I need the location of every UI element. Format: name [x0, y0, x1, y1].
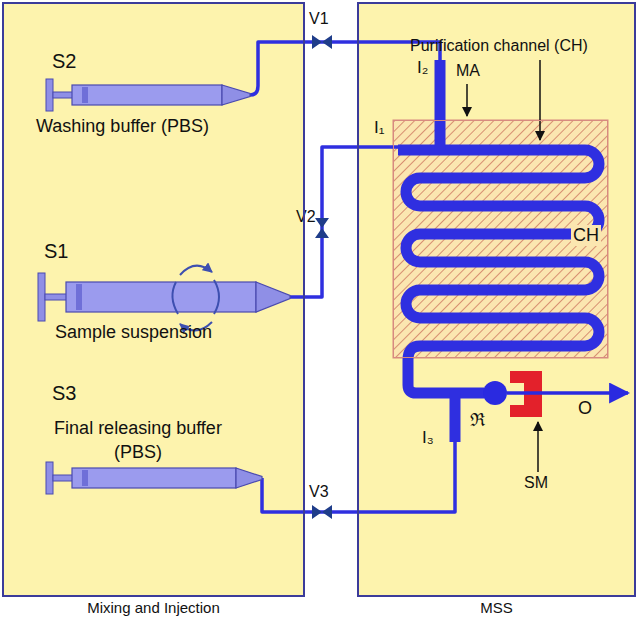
rotation-arrows	[172, 266, 219, 331]
purification-channel	[398, 60, 599, 442]
valve-label: V1	[309, 10, 329, 28]
panel-ground	[2, 2, 305, 597]
panel-heading: Mixing and Injection	[4, 599, 303, 616]
reservoir	[483, 381, 507, 405]
tip	[256, 282, 290, 312]
plunger-handle	[38, 273, 45, 321]
tube	[290, 147, 398, 297]
buffer-label: Final releasing buffer (PBS)	[28, 416, 248, 465]
valve-label: V3	[309, 483, 329, 501]
plunger-handle	[46, 79, 53, 111]
inlet-label: I₁	[374, 118, 384, 138]
plunger-seal	[76, 284, 82, 310]
valves	[312, 35, 332, 519]
plunger-handle	[46, 462, 53, 494]
buffer-label: Washing buffer (PBS)	[36, 116, 209, 137]
plunger-seal	[82, 470, 88, 486]
valve-label: V2	[296, 208, 316, 226]
valve-symbol	[312, 35, 332, 49]
inlet-label: I₂	[417, 58, 428, 78]
syringe	[38, 273, 290, 321]
plunger-seal	[82, 87, 88, 103]
inlet-label: I₃	[422, 428, 434, 448]
syringe	[46, 462, 262, 494]
outlet	[507, 391, 628, 395]
channel-label: Purification channel (CH)	[410, 37, 588, 55]
leader-line	[537, 422, 539, 472]
panel: Mixing and Injection	[2, 2, 305, 597]
syringe-label: S1	[44, 240, 68, 263]
syringe-label: S2	[52, 50, 76, 73]
barrel	[72, 85, 222, 105]
part-label: MA	[456, 62, 480, 80]
panel-ground	[357, 2, 636, 597]
tip	[236, 468, 262, 488]
panel-heading: MSS	[359, 599, 634, 616]
outlet-label: O	[578, 398, 592, 419]
barrel	[72, 468, 236, 488]
magnet-array-box: CH	[393, 120, 608, 358]
tip	[222, 85, 250, 105]
valve-symbol	[312, 505, 332, 519]
barrel	[66, 282, 256, 312]
syringe-label: S3	[52, 382, 76, 405]
sample-label: Sample suspension	[55, 322, 212, 343]
part-label: SM	[524, 474, 548, 492]
syringe	[46, 79, 250, 111]
channel-path	[398, 150, 599, 393]
reservoir-label: ℜ	[470, 410, 485, 431]
inlet-stub	[435, 60, 446, 150]
leader-line	[539, 60, 541, 140]
region-label: CH	[571, 225, 601, 246]
panel: MSSCH	[357, 2, 636, 597]
tubing	[250, 42, 455, 512]
leader-line	[466, 84, 468, 116]
inlet-stub	[450, 393, 461, 442]
valve-symbol	[315, 218, 329, 238]
